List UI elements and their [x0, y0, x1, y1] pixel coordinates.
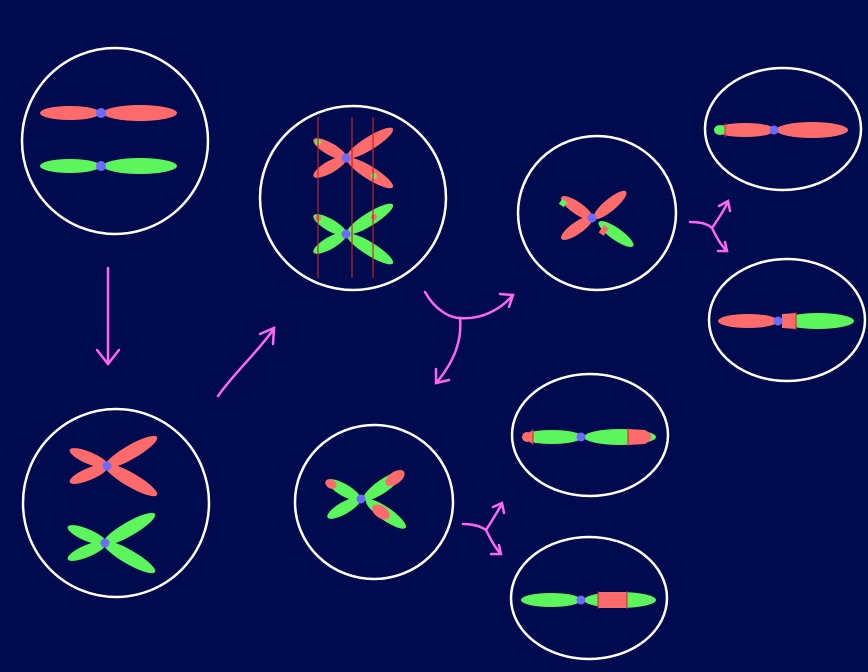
split-arrow-cell4a-branch: [710, 226, 728, 252]
split-arrow-cell4b-branch: [484, 528, 502, 555]
split-arrow-cell3-head-a: [498, 292, 515, 309]
centromere: [773, 316, 783, 326]
arrow-diagonal: [216, 328, 275, 398]
gamete-3: [510, 372, 670, 498]
cell-outline: [258, 104, 448, 292]
cell-outline: [516, 134, 678, 292]
cell-outline: [21, 407, 211, 599]
gamete-1: [703, 66, 863, 192]
maternal-x-chromosome: [313, 127, 394, 189]
cell-outline: [293, 423, 455, 581]
centromere: [341, 229, 351, 239]
cell-1-homologous-pair: [20, 46, 210, 236]
centromere: [96, 161, 106, 171]
cell-outline: [707, 257, 867, 383]
split-arrow-cell4b-head-a: [491, 501, 506, 515]
maternal-x-chromosome: [69, 435, 158, 497]
chromosome: [714, 122, 848, 138]
chromosome: [521, 591, 656, 609]
cell-4a-recombined: [516, 134, 678, 292]
centromere: [576, 595, 586, 605]
split-arrow-cell4a: [688, 200, 730, 230]
cell-outline: [510, 372, 670, 498]
centromere: [769, 125, 779, 135]
arrow-diagonal-head: [258, 326, 276, 346]
centromere: [102, 461, 112, 471]
arrow-down-head: [95, 348, 121, 367]
centromere: [356, 494, 366, 504]
cell-outline: [703, 66, 863, 192]
recombinant-x-chromosome: [325, 470, 407, 529]
maternal-chromosome: [40, 105, 177, 121]
gamete-4: [509, 535, 669, 661]
split-arrow-cell4b: [461, 502, 504, 532]
centromere: [576, 432, 586, 442]
cell-3-crossing-over: [258, 104, 448, 292]
arrows: [95, 199, 732, 556]
centromere: [341, 153, 351, 163]
centromere: [100, 538, 110, 548]
centromere: [96, 108, 106, 118]
split-arrow-cell3-branch: [435, 316, 462, 384]
chromosome: [718, 312, 854, 330]
split-arrow-cell3-head-b: [434, 367, 451, 385]
split-arrow-cell4a-head-b: [716, 240, 729, 253]
chromosome: [522, 428, 656, 446]
recombinant-x-chromosome: [558, 190, 634, 248]
cell-4b-recombined: [293, 423, 455, 581]
gamete-2: [707, 257, 867, 383]
split-arrow-cell4b-head-b: [489, 543, 503, 556]
cell-outline: [20, 46, 210, 236]
cell-outline: [509, 535, 669, 661]
paternal-x-chromosome: [67, 512, 156, 574]
paternal-x-chromosome: [313, 203, 394, 265]
cell-2-replicated: [21, 407, 211, 599]
centromere: [587, 213, 597, 223]
paternal-chromosome: [40, 158, 177, 174]
split-arrow-cell3: [423, 290, 514, 320]
split-arrow-cell4a-head-a: [717, 199, 732, 213]
